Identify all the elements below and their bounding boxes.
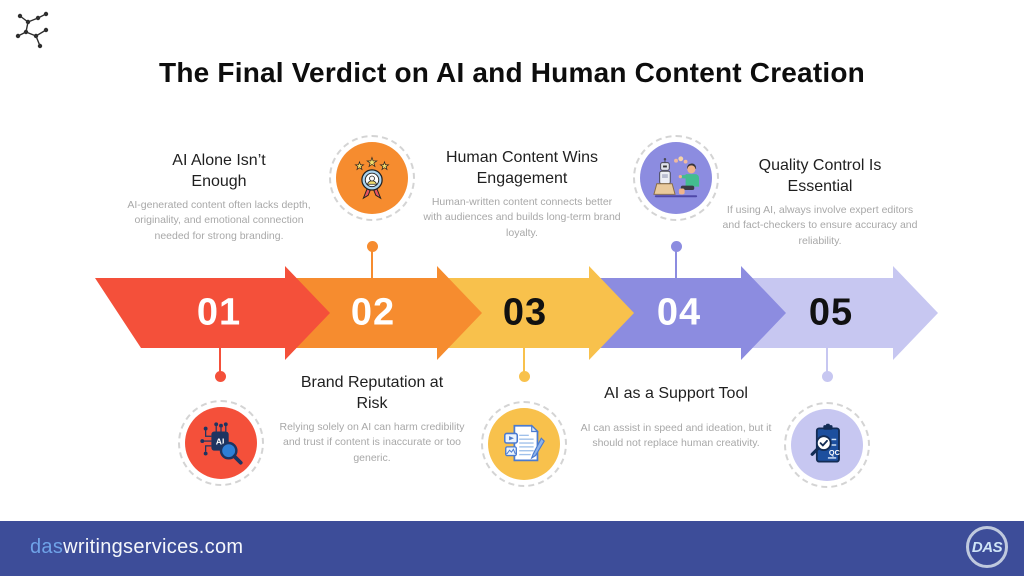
step-2-number: 02 [350,291,396,334]
step-2-description: Relying solely on AI can harm credibilit… [279,421,465,464]
website-domain: daswritingservices.com [30,536,243,559]
step-1-connector-dot [215,371,226,382]
step-1-heading: AI Alone Isn’t Enough [172,152,266,191]
step-3-heading: Human Content Wins Engagement [445,149,599,188]
step-2-icon-circle: ★ ★ ★ [329,135,415,221]
step-3-connector-line [523,348,525,373]
das-logo-text: DAS [971,538,1003,556]
step-4-heading: AI as a Support Tool [604,385,748,402]
step-1-text-block: AI Alone Isn’t Enough AI-generated conte… [113,150,325,244]
step-4-icon-circle [633,135,719,221]
step-3-icon-circle [481,401,567,487]
step-3-number: 03 [502,291,548,334]
footer-bar: daswritingservices.com DAS [0,521,1024,576]
step-2-heading: Brand Reputation at Risk [300,374,444,413]
step-4-number: 04 [656,291,702,334]
step-4-arrow: 04 [589,266,786,360]
step-5-icon-circle: QC [784,402,870,488]
step-3-connector-dot [519,371,530,382]
svg-text:★: ★ [355,160,364,172]
step-2-connector-dot [367,241,378,252]
step-3-arrow: 03 [437,266,634,360]
svg-text:★: ★ [366,154,377,169]
svg-text:QC: QC [829,448,841,457]
step-1-arrow: 01 [95,266,330,360]
step-1-number: 01 [196,291,242,334]
step-2-arrow: 02 [285,266,482,360]
step-5-connector-dot [822,371,833,382]
robot-human-chat-icon [653,156,700,198]
step-5-heading: Quality Control Is Essential [758,157,882,196]
domain-rest: writingservices.com [63,536,244,558]
svg-text:AI: AI [216,436,225,446]
step-1-description: AI-generated content often lacks depth, … [127,199,311,242]
ai-chip-magnifier-icon: AI [200,422,243,465]
step-4-text-block: AI as a Support Tool AI can assist in sp… [570,383,782,452]
qc-clipboard-icon: QC [810,423,841,463]
step-4-connector-line [675,251,677,278]
step-2-text-block: Brand Reputation at Risk Relying solely … [266,372,478,466]
page-title: The Final Verdict on AI and Human Conten… [159,57,865,88]
domain-prefix: das [30,536,64,558]
step-5-description: If using AI, always involve expert edito… [722,204,918,247]
step-5-connector-line [826,348,828,373]
step-4-description: AI can assist in speed and ideation, but… [580,422,772,450]
step-1-connector-line [219,348,221,373]
step-5-text-block: Quality Control Is Essential If using AI… [712,155,928,249]
award-badge-icon: ★ ★ ★ [354,154,390,200]
network-dots-icon [15,11,49,49]
das-logo: DAS [966,526,1008,568]
step-3-description: Human-written content connects better wi… [423,196,621,239]
step-1-icon-circle: AI [178,400,264,486]
step-2-connector-line [371,251,373,278]
content-document-icon [504,424,545,462]
step-4-connector-dot [671,241,682,252]
step-5-number: 05 [808,291,854,334]
step-3-text-block: Human Content Wins Engagement Human-writ… [416,147,628,241]
svg-text:★: ★ [380,160,389,172]
